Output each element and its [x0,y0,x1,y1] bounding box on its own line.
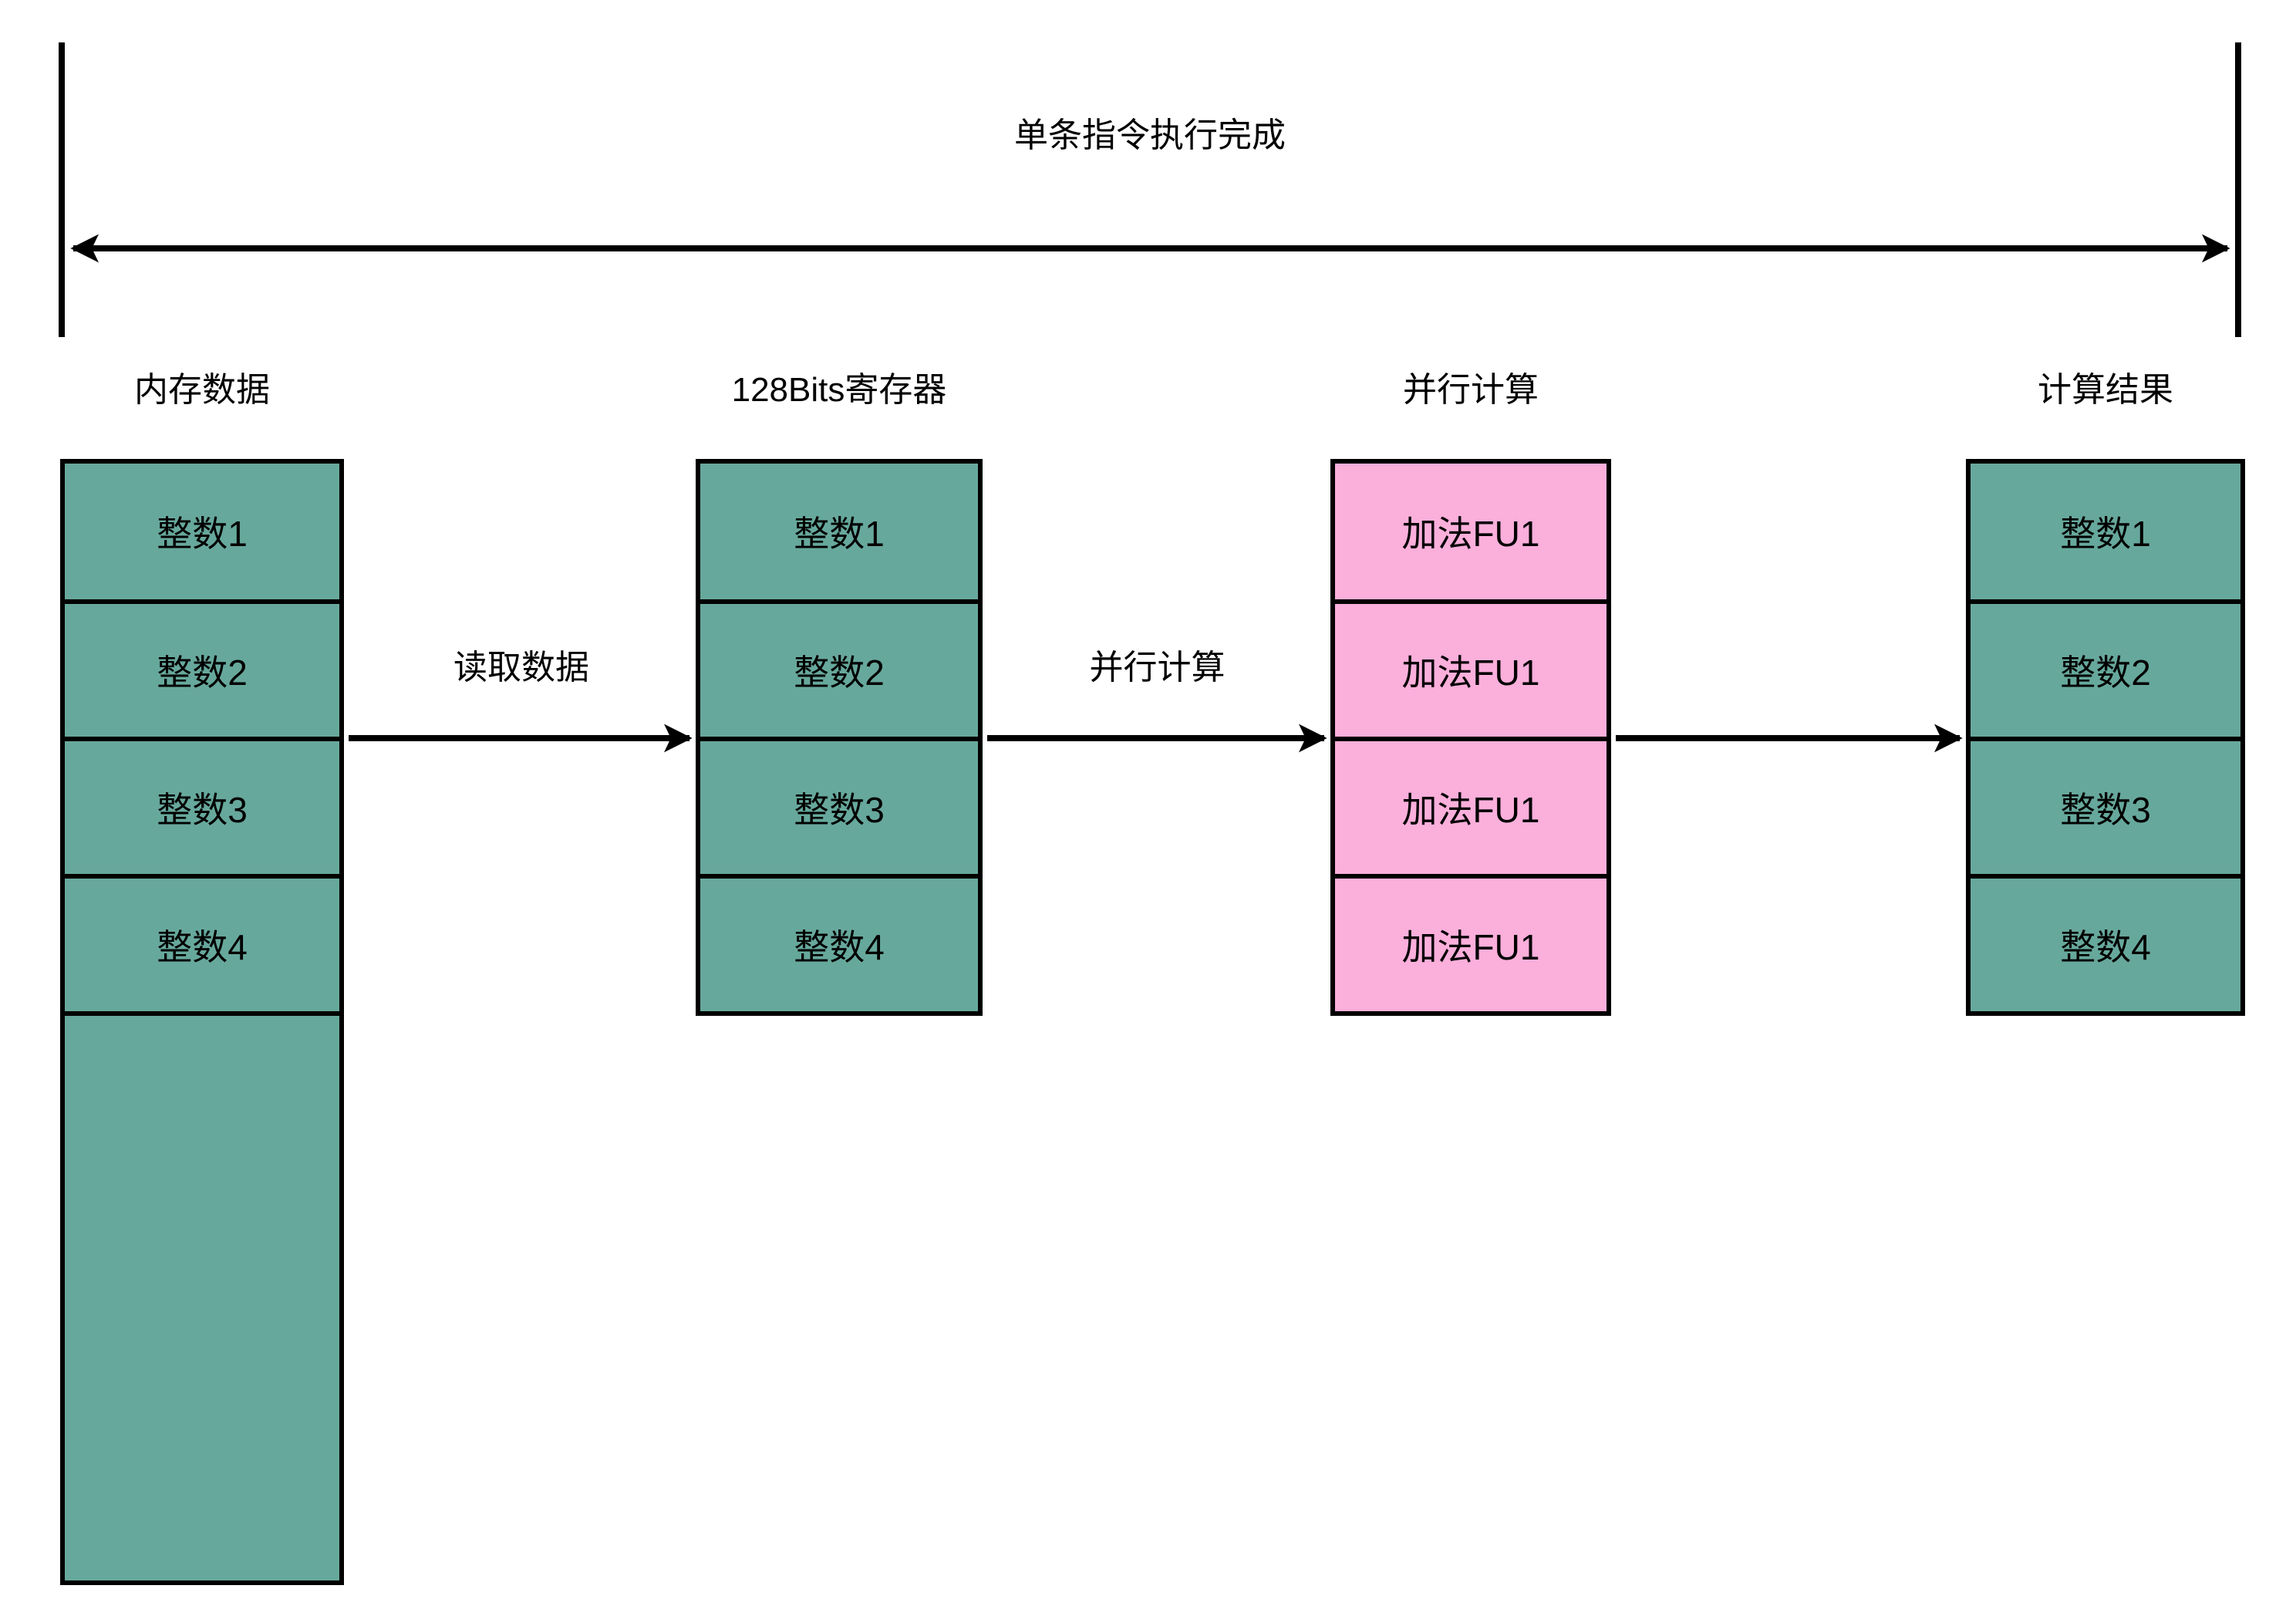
memory-empty-cell [65,1011,339,1580]
memory-cell: 整数3 [65,737,339,874]
register-column: 整数1 整数2 整数3 整数4 [696,459,983,1016]
result-cell: 整数1 [2060,514,2151,554]
result-column-header: 计算结果 [2038,371,2173,409]
read-data-arrow-label: 读取数据 [453,649,589,686]
result-cell: 整数3 [1971,737,2240,874]
compute-column: 加法FU1 加法FU1 加法FU1 加法FU1 [1330,459,1611,1016]
compute-column-header: 并行计算 [1403,371,1539,409]
register-column-header: 128Bits寄存器 [731,371,947,409]
memory-cell: 整数4 [65,874,339,1011]
fu-cell: 加法FU1 [1335,599,1607,737]
memory-cell: 整数2 [65,599,339,737]
result-cell: 整数2 [1971,599,2240,737]
register-cell: 整数2 [700,599,978,737]
instruction-span-title: 单条指令执行完成 [1014,116,1286,154]
memory-cell: 整数1 [157,514,248,554]
memory-column: 整数1 整数2 整数3 整数4 [60,459,344,1585]
memory-column-header: 内存数据 [134,371,270,409]
register-cell: 整数3 [700,737,978,874]
register-cell: 整数4 [700,874,978,1011]
fu-cell: 加法FU1 [1335,874,1607,1011]
result-cell: 整数4 [1971,874,2240,1011]
result-column: 整数1 整数2 整数3 整数4 [1966,459,2245,1016]
register-cell: 整数1 [794,514,885,554]
fu-cell: 加法FU1 [1335,737,1607,874]
fu-cell: 加法FU1 [1401,514,1540,554]
parallel-compute-arrow-label: 并行计算 [1089,649,1226,686]
